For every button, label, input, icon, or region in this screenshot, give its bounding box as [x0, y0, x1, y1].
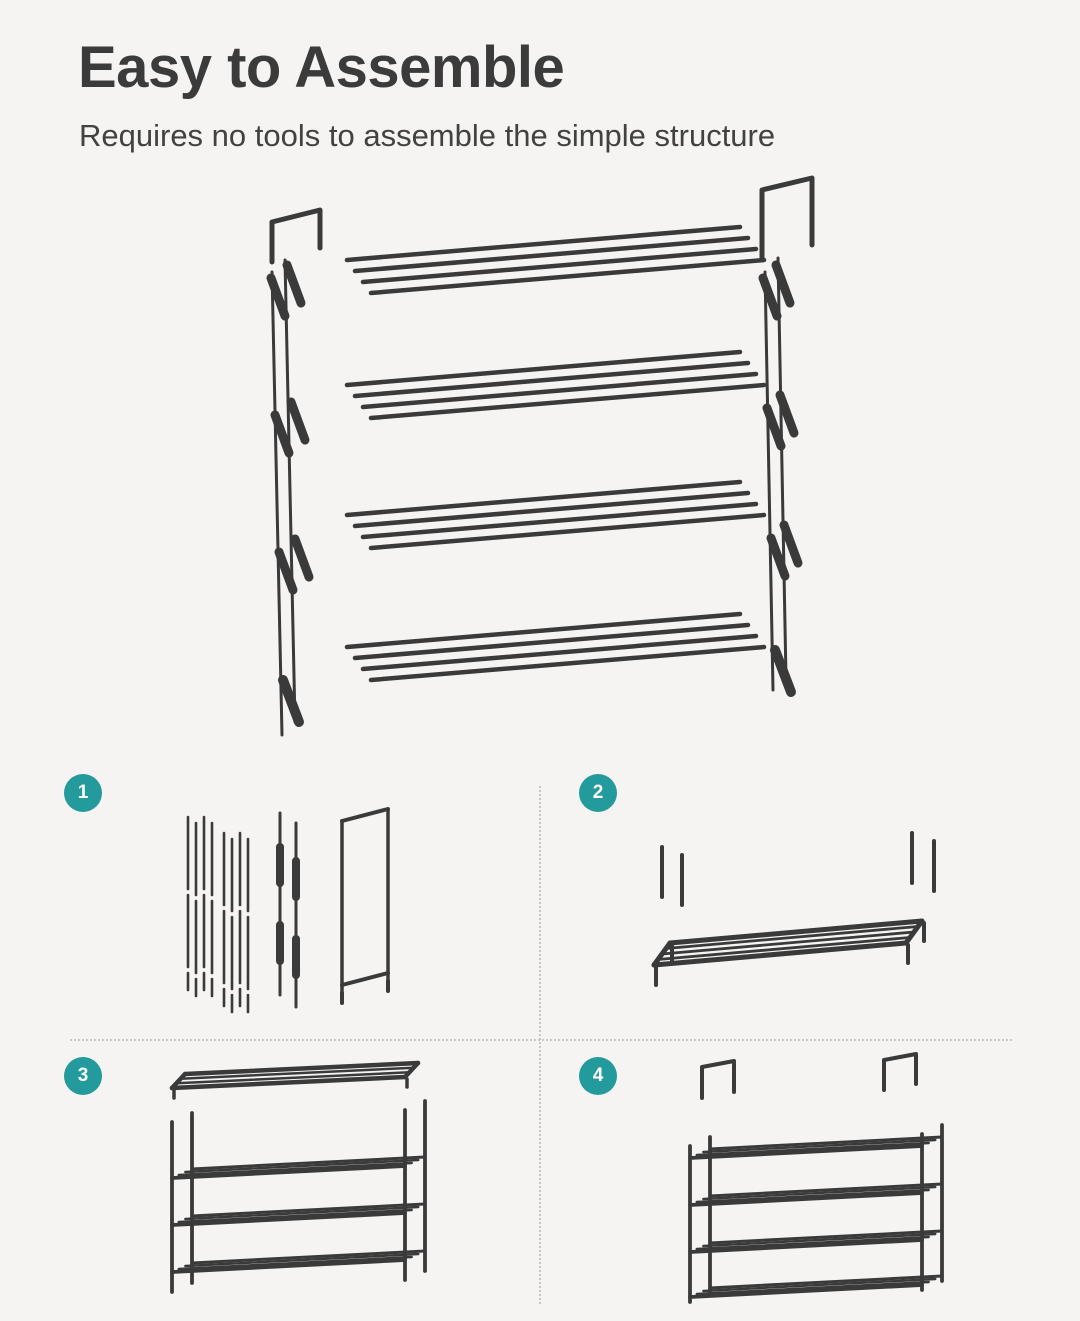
step-4-illustration: [688, 1052, 944, 1304]
assembled-shelf: [651, 918, 926, 987]
four-tier-rack: [688, 1123, 944, 1304]
assembled-side-frame: [340, 807, 390, 1005]
shelf-tubes-tier-2: [344, 349, 767, 421]
step-1-badge: 1: [64, 774, 102, 812]
step-4-number: 4: [592, 1065, 604, 1086]
shelf-tubes-tier-1: [344, 224, 767, 296]
step-1-number: 1: [77, 782, 89, 803]
step-2-number: 2: [592, 782, 604, 803]
step-3-number: 3: [77, 1065, 89, 1086]
step-4-badge: 4: [579, 1057, 617, 1095]
left-side-frame: [266, 207, 323, 737]
vertical-dotted-divider: [539, 786, 541, 1304]
poles-with-connectors: [276, 811, 300, 1009]
side-handles: [700, 1052, 918, 1100]
step-3-illustration: [169, 1060, 427, 1294]
loose-pole-cluster: [186, 815, 250, 1014]
horizontal-dotted-divider: [70, 1039, 1012, 1041]
upright-tubes: [660, 831, 936, 907]
shelf-tubes-tier-3: [344, 479, 767, 551]
shelf-tubes-tier-4: [344, 611, 767, 683]
three-tier-rack: [170, 1099, 427, 1294]
step-2-illustration: [651, 831, 936, 987]
floating-top-shelf: [169, 1060, 421, 1100]
right-side-frame: [758, 175, 815, 697]
exploded-rack-illustration: [266, 175, 815, 737]
step-3-badge: 3: [64, 1057, 102, 1095]
step-1-illustration: [186, 807, 390, 1014]
page-title: Easy to Assemble: [78, 35, 565, 100]
page-subtitle: Requires no tools to assemble the simple…: [79, 118, 776, 153]
step-2-badge: 2: [579, 774, 617, 812]
